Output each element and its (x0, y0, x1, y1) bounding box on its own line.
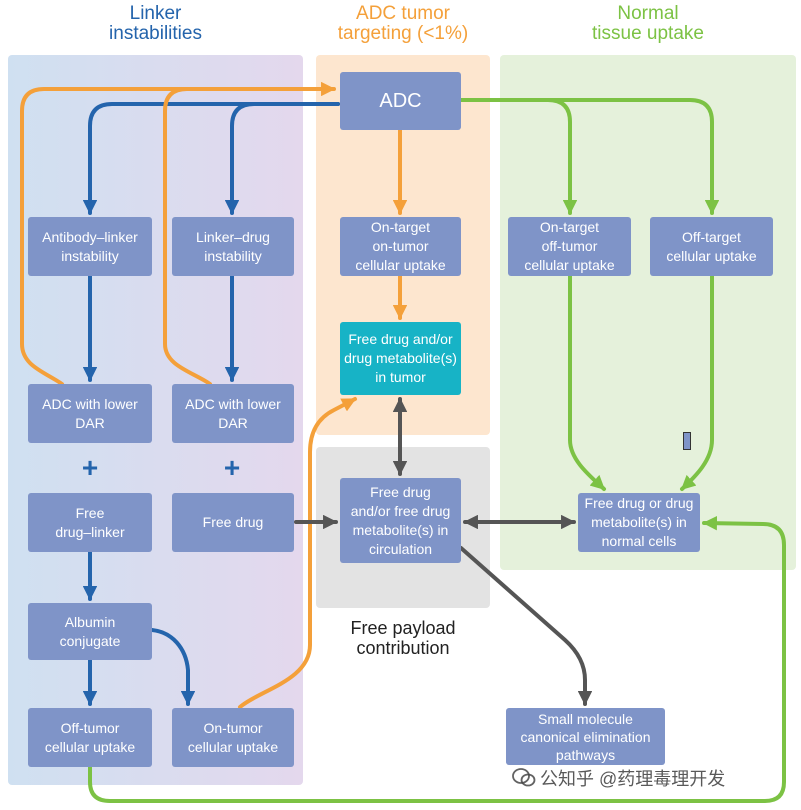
header-line: Linker (129, 3, 182, 24)
label-line: contribution (356, 638, 450, 658)
node-line: drug–linker (55, 523, 125, 540)
header-line: Normal (617, 3, 679, 24)
node-line: circulation (368, 540, 433, 557)
header-adc-tumor-targeting: ADC tumor targeting (<1%) (316, 4, 490, 44)
node-free-drug-in-tumor: Free drug and/or drug metabolite(s) in t… (340, 322, 461, 395)
header-line: tissue uptake (592, 23, 704, 44)
node-line: Off-tumor (60, 719, 120, 736)
header-normal-tissue-uptake: Normal tissue uptake (500, 4, 796, 44)
node-line: ADC with lower (185, 395, 281, 412)
free-payload-contribution-label: Free payload contribution (316, 618, 490, 658)
node-line: and/or free drug (350, 502, 451, 519)
node-albumin-conjugate: Albumin conjugate (28, 603, 152, 660)
node-line: normal cells (601, 533, 677, 549)
node-off-tumor-uptake: Off-tumor cellular uptake (28, 708, 152, 767)
node-line: Free drug (202, 514, 264, 530)
node-line: cellular uptake (524, 257, 615, 273)
plus-sign: + (223, 452, 241, 483)
node-line: On-target (539, 219, 600, 235)
node-line: Albumin (64, 613, 116, 630)
node-line: Off-target (682, 228, 741, 245)
node-line: conjugate (59, 632, 121, 649)
node-line: metabolite(s) in (591, 514, 687, 530)
node-line: metabolite(s) in (352, 521, 449, 538)
node-line: DAR (75, 414, 105, 431)
node-line: cellular uptake (187, 738, 279, 755)
node-line: cellular uptake (666, 247, 757, 264)
node-line: Linker–drug (196, 228, 270, 245)
node-line: Free (75, 504, 105, 521)
node-line: in tumor (375, 369, 426, 385)
watermark-text: 公知乎 @药理毒理开发 (540, 769, 726, 789)
node-line: instability (204, 247, 262, 264)
node-off-target-uptake: Off-target cellular uptake (650, 217, 773, 276)
node-on-target-on-tumor-uptake: On-target on-tumor cellular uptake (340, 217, 461, 276)
node-antibody-linker-instability: Antibody–linker instability (28, 217, 152, 276)
node-line: off-tumor (541, 238, 598, 254)
node-line: canonical elimination (520, 728, 651, 745)
node-line: Free drug or drug (584, 495, 694, 511)
node-adc: ADC (340, 72, 461, 130)
node-line: Free drug (370, 483, 431, 500)
header-line: ADC tumor (356, 3, 450, 24)
node-line: ADC (379, 90, 422, 112)
node-small-molecule-elimination: Small molecule canonical elimination pat… (506, 708, 665, 765)
node-line: On-target (370, 219, 431, 235)
node-line: Antibody–linker (42, 228, 138, 245)
node-line: instability (61, 247, 119, 264)
watermark-logo-icon (512, 768, 536, 787)
node-free-drug: Free drug (172, 493, 294, 552)
node-free-drug-linker: Free drug–linker (28, 493, 152, 552)
node-line: On-tumor (203, 719, 263, 736)
plus-sign: + (81, 452, 99, 483)
node-line: on-tumor (372, 238, 429, 254)
node-line: cellular uptake (44, 738, 136, 755)
header-line: instabilities (109, 23, 202, 44)
node-on-tumor-uptake: On-tumor cellular uptake (172, 708, 294, 767)
node-line: Small molecule (538, 710, 633, 727)
node-adc-lower-dar-linker: ADC with lower DAR (172, 384, 294, 443)
watermark: 公知乎 @药理毒理开发 (512, 764, 792, 792)
label-line: Free payload (350, 618, 456, 638)
node-free-drug-circulation: Free drug and/or free drug metabolite(s)… (340, 478, 461, 563)
node-line: cellular uptake (355, 257, 446, 273)
node-linker-drug-instability: Linker–drug instability (172, 217, 294, 276)
node-free-drug-normal-cells: Free drug or drug metabolite(s) in norma… (578, 493, 700, 552)
node-line: DAR (218, 414, 248, 431)
node-line: drug metabolite(s) (344, 350, 457, 366)
node-adc-lower-dar-antibody: ADC with lower DAR (28, 384, 152, 443)
header-line: targeting (<1%) (337, 23, 469, 44)
header-linker-instabilities: Linker instabilities (8, 4, 303, 44)
node-line: Free drug and/or (348, 331, 453, 347)
node-on-target-off-tumor-uptake: On-target off-tumor cellular uptake (508, 217, 631, 276)
node-line: ADC with lower (42, 395, 138, 412)
small-marker-icon (683, 432, 691, 450)
node-line: pathways (555, 746, 616, 763)
